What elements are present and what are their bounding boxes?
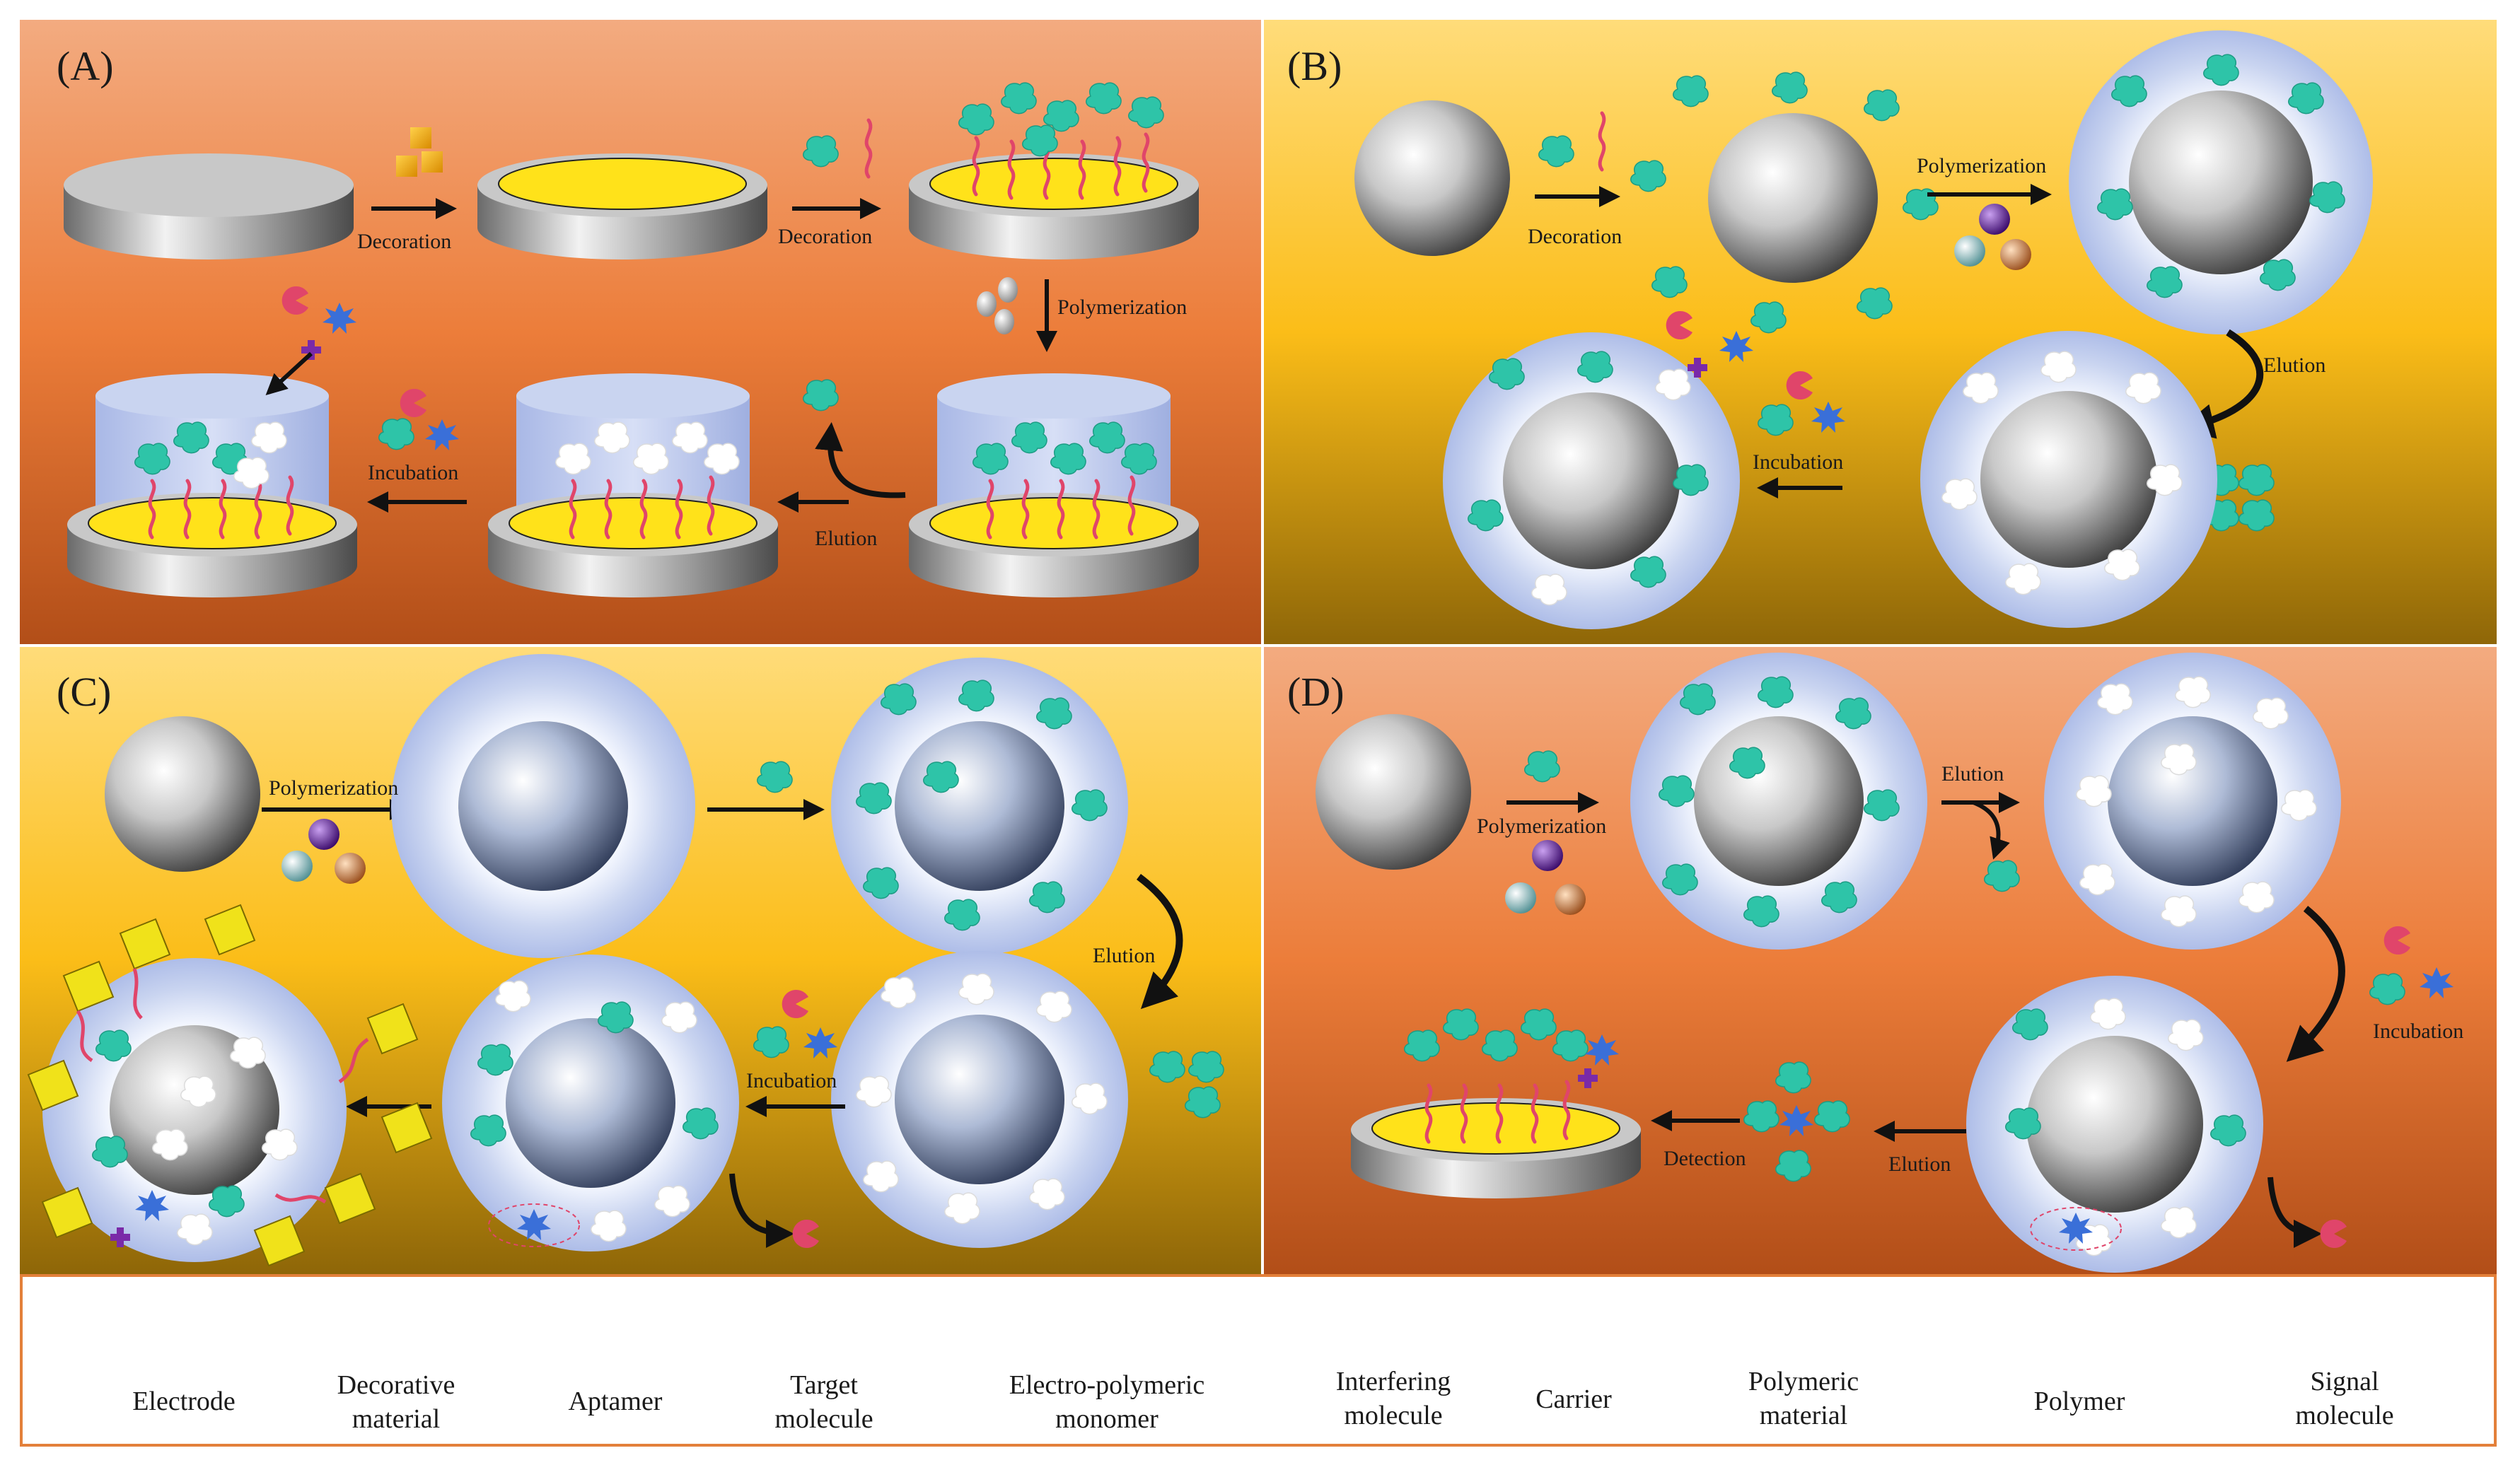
panel-a-diagram (64, 82, 1199, 597)
electrode-aptamer (909, 82, 1199, 259)
electrode-polymer-1 (67, 373, 357, 597)
electrode-polymer-3 (909, 373, 1199, 597)
step-label: Elution (815, 527, 878, 550)
step-label: Incubation (1753, 450, 1844, 474)
step-label: Incubation (2373, 1020, 2464, 1043)
electrode-detection (1351, 1008, 1641, 1198)
step-label: Elution (1941, 762, 2004, 786)
step-label: Incubation (368, 461, 459, 484)
step-label: Decoration (778, 225, 873, 248)
step-label: Polymerization (1057, 296, 1188, 319)
step-label: Decoration (357, 230, 452, 253)
legend-label-polymer: Polymer (2033, 1387, 2125, 1416)
panel-d-diagram (1316, 653, 2454, 1273)
legend-label-carrier: Carrier (1535, 1384, 1612, 1414)
step-label: Decoration (1528, 225, 1622, 248)
legend-label-polymeric-material: Polymeric material (1748, 1367, 1859, 1430)
step-label: Elution (2263, 354, 2326, 377)
step-label: Elution (1888, 1152, 1951, 1176)
panel-c-label: (C) (57, 669, 112, 715)
step-label: Incubation (746, 1069, 837, 1092)
step-label: Detection (1663, 1147, 1746, 1170)
step-label: Polymerization (1917, 154, 2047, 177)
electro-monomer-drops (977, 277, 1018, 334)
electrode-bare (64, 153, 354, 259)
panel-d-label: (D) (1287, 669, 1345, 715)
legend-label-electro-polymeric-monomer: Electro-polymeric monomer (1009, 1370, 1205, 1434)
electrode-gold (477, 153, 767, 259)
step-label: Polymerization (269, 776, 399, 800)
legend-label-aptamer: Aptamer (568, 1387, 663, 1416)
legend-label-interfering-molecule: Interfering molecule (1335, 1367, 1451, 1430)
panel-b-diagram (1354, 30, 2373, 629)
panel-b-label: (B) (1287, 43, 1342, 89)
step-label: Polymerization (1477, 815, 1607, 838)
panel-a-label: (A) (57, 43, 114, 89)
panel-c-diagram (27, 654, 1224, 1267)
legend (20, 1274, 2497, 1447)
electrode-polymer-2 (488, 373, 778, 597)
signal-molecules-c (27, 904, 433, 1267)
legend-label-electrode: Electrode (132, 1387, 236, 1416)
legend-label-signal-molecule: Signal molecule (2295, 1367, 2394, 1430)
legend-label-target-molecule: Target molecule (774, 1370, 873, 1434)
decorative-cubes (396, 127, 443, 177)
step-label: Elution (1093, 944, 1156, 967)
legend-label-decorative-material: Decorative material (337, 1370, 455, 1434)
